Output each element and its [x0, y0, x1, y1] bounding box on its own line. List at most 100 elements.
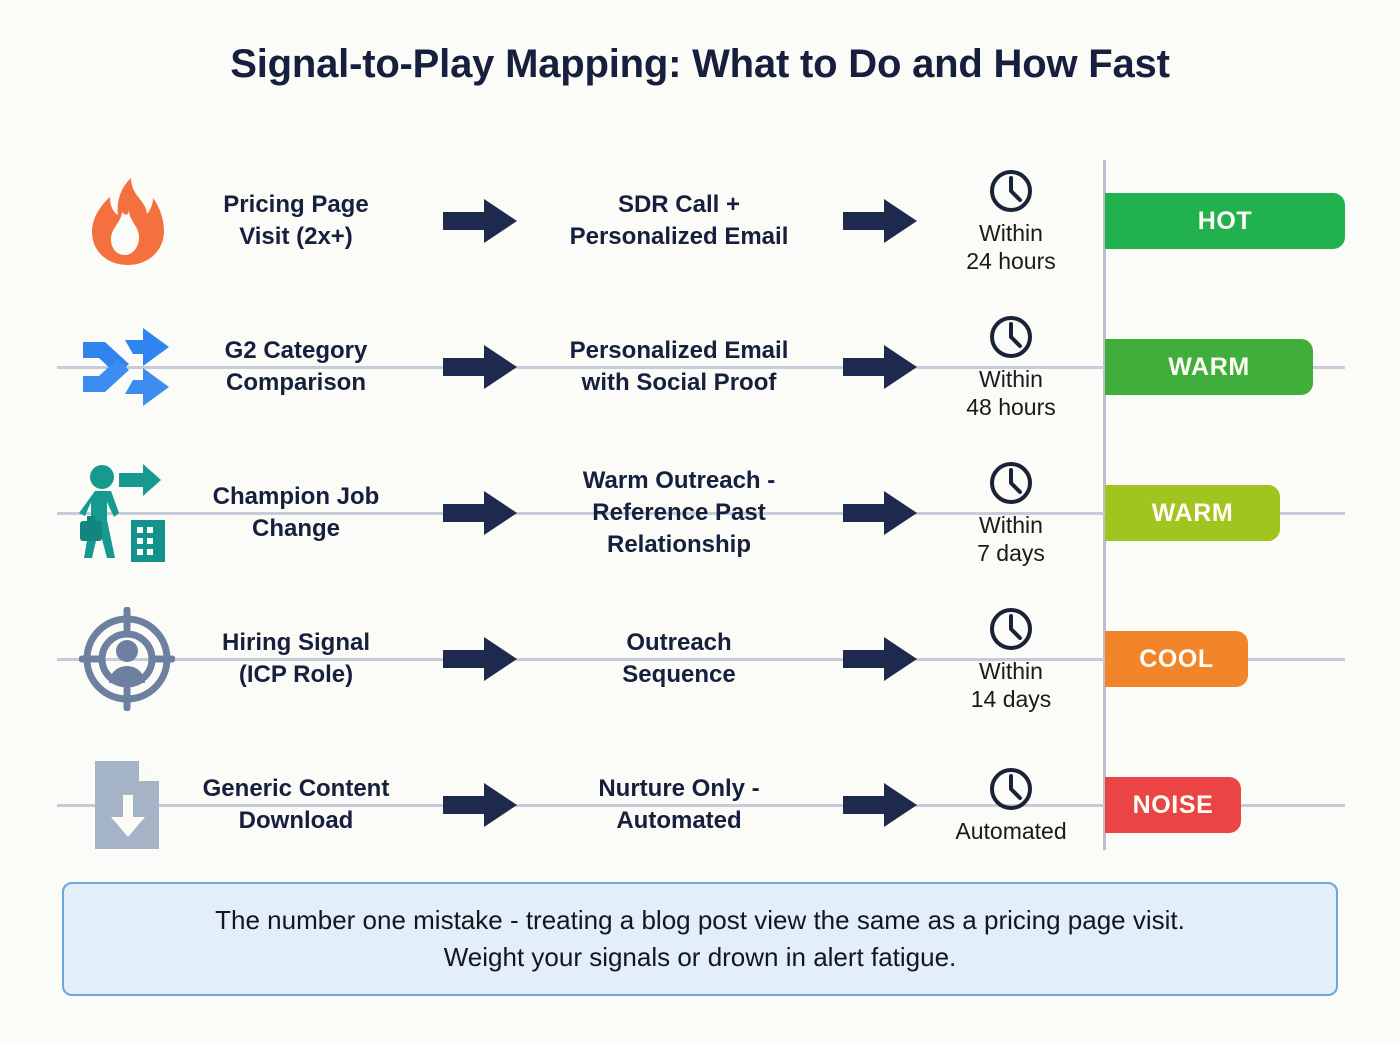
- play-line: Sequence: [622, 661, 736, 688]
- play-label: SDR Call + Personalized Email: [538, 189, 820, 252]
- signal-label: Hiring Signal (ICP Role): [190, 627, 402, 690]
- callout-line-1: The number one mistake - treating a blog…: [215, 904, 1185, 935]
- priority-badge-cell: NOISE: [1105, 777, 1241, 833]
- timing-line: Within: [979, 657, 1043, 684]
- row-separator: [57, 657, 1345, 661]
- timing-line: Within: [979, 511, 1043, 538]
- shuffle-icon: [83, 328, 169, 406]
- arrow-right-icon: [443, 637, 517, 681]
- arrow-play-to-timing: [832, 199, 928, 243]
- clock-icon: [990, 461, 1032, 504]
- right-column-divider: [1103, 160, 1106, 850]
- document-download-icon: [95, 761, 159, 849]
- play-line: Relationship: [606, 530, 751, 558]
- play-line: with Social Proof: [581, 369, 777, 396]
- timing-line: Within: [979, 365, 1043, 392]
- play-label: Nurture Only - Automated: [538, 773, 820, 836]
- timing-line: 24 hours: [966, 248, 1056, 274]
- arrow-right-icon: [443, 345, 517, 389]
- timing-line: 48 hours: [966, 394, 1056, 420]
- callout-box: The number one mistake - treating a blog…: [62, 882, 1338, 996]
- play-line: Nurture Only -: [598, 775, 760, 803]
- row-separator: [57, 365, 1345, 369]
- callout-text: The number one mistake - treating a blog…: [215, 902, 1185, 977]
- play-line: SDR Call +: [617, 191, 741, 219]
- arrow-play-to-timing: [832, 491, 928, 535]
- signal-icon-cell: [72, 749, 182, 861]
- play-line: Warm Outreach -: [582, 467, 776, 495]
- priority-badge-cell: COOL: [1105, 631, 1248, 687]
- play-line: Personalized Email: [569, 223, 789, 250]
- signal-line: Generic Content: [202, 775, 390, 803]
- signal-icon-cell: [72, 165, 182, 277]
- arrow-right-icon: [843, 783, 917, 827]
- arrow-right-icon: [443, 783, 517, 827]
- signal-line: Pricing Page: [223, 191, 369, 219]
- signal-icon-cell: [72, 311, 182, 423]
- clock-icon: [990, 169, 1032, 212]
- priority-badge-cell: WARM: [1105, 485, 1280, 541]
- priority-badge-cell: WARM: [1105, 339, 1313, 395]
- arrow-right-icon: [443, 491, 517, 535]
- clock-icon: [990, 315, 1032, 358]
- target-person-icon: [79, 607, 175, 711]
- signal-icon-cell: [72, 603, 182, 715]
- timing-cell: Automated: [930, 765, 1092, 845]
- arrow-right-icon: [843, 491, 917, 535]
- signal-line: Hiring Signal: [221, 629, 370, 657]
- clock-icon: [990, 607, 1032, 650]
- arrow-signal-to-play: [432, 199, 528, 243]
- play-line: Automated: [616, 807, 742, 834]
- signal-line: Download: [238, 807, 354, 834]
- play-line: Reference Past: [592, 499, 766, 527]
- timing-line: Automated: [955, 817, 1067, 844]
- signal-line: Champion Job: [212, 483, 380, 511]
- page-title: Signal-to-Play Mapping: What to Do and H…: [230, 42, 1170, 86]
- arrow-right-icon: [443, 199, 517, 243]
- arrow-play-to-timing: [832, 637, 928, 681]
- timing-text: Automated: [930, 817, 1092, 845]
- callout-line-2: Weight your signals or drown in alert fa…: [443, 942, 957, 972]
- signal-line: G2 Category: [224, 337, 368, 365]
- priority-badge-cell: HOT: [1105, 193, 1345, 249]
- timing-line: 7 days: [977, 540, 1045, 566]
- arrow-signal-to-play: [432, 637, 528, 681]
- signal-line: Visit (2x+): [239, 223, 353, 250]
- arrow-signal-to-play: [432, 491, 528, 535]
- signal-line: (ICP Role): [238, 661, 354, 688]
- row-separator: [57, 511, 1345, 515]
- signal-line: Comparison: [225, 369, 366, 396]
- arrow-play-to-timing: [832, 783, 928, 827]
- flame-icon: [92, 178, 164, 265]
- status-badge: HOT: [1105, 193, 1345, 249]
- job-change-icon: [79, 464, 165, 562]
- timing-line: Within: [979, 219, 1043, 246]
- arrow-play-to-timing: [832, 345, 928, 389]
- arrow-right-icon: [843, 199, 917, 243]
- signal-line: Change: [251, 515, 340, 542]
- arrow-right-icon: [843, 637, 917, 681]
- clock-icon: [990, 767, 1032, 810]
- status-badge: WARM: [1105, 485, 1280, 541]
- play-line: Personalized Email: [569, 337, 789, 365]
- arrow-signal-to-play: [432, 345, 528, 389]
